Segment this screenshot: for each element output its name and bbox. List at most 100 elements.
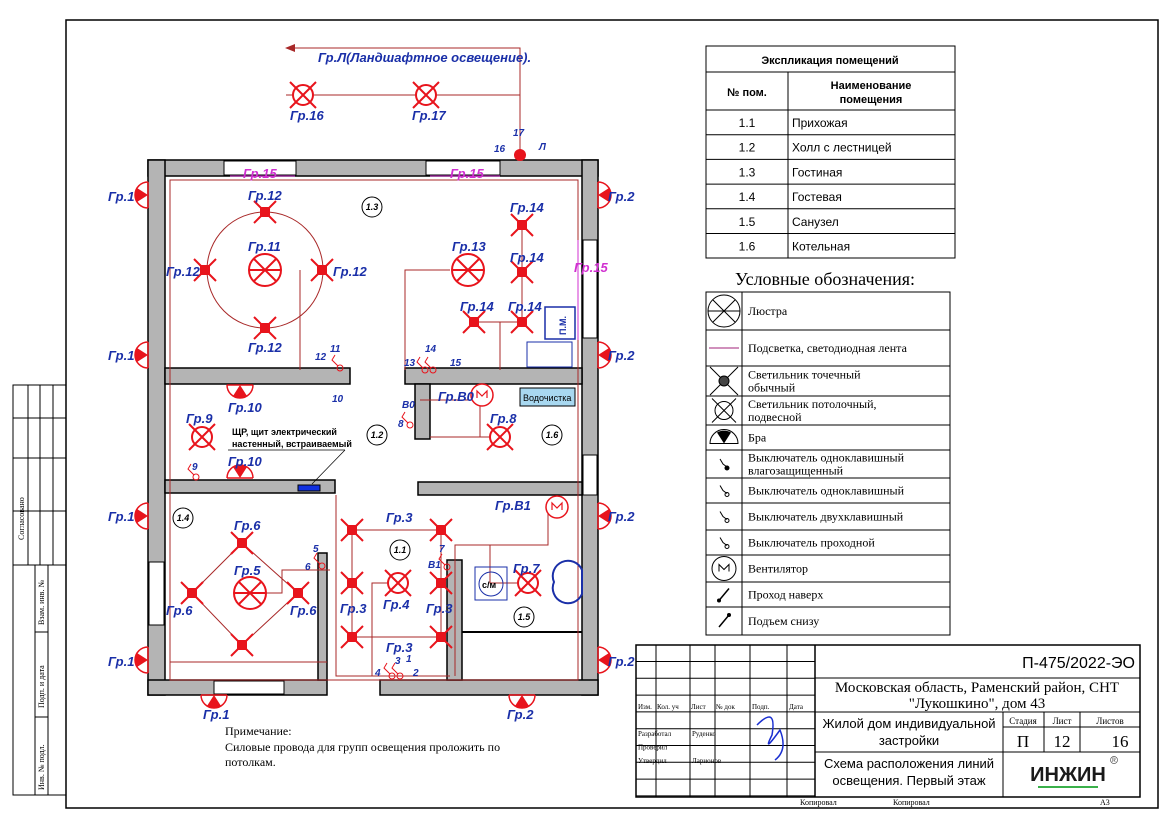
switch-icon	[401, 411, 414, 429]
room-name-cell: Гостиная	[792, 165, 842, 179]
legend-label: Светильник точечный	[748, 368, 861, 382]
plan-label: 1	[406, 654, 412, 665]
plan-label: Гр.12	[333, 264, 367, 279]
chandelier-icon	[233, 576, 267, 610]
legend-label: влагозащищенный	[748, 464, 844, 478]
explication-table: Экспликация помещений № пом. Наименовани…	[705, 45, 956, 259]
note-text-2: потолкам.	[225, 755, 276, 769]
legend-label: Светильник потолочный,	[748, 397, 877, 411]
plan-label: Гр.15	[450, 166, 484, 181]
sconce-icon	[226, 464, 254, 479]
format-label: А3	[1100, 798, 1110, 807]
plan-label: Гр.В1	[495, 498, 531, 513]
plan-label: 14	[425, 344, 437, 355]
pendant-light-icon	[486, 423, 514, 451]
washing-machine-label: с/м	[482, 580, 497, 590]
table-row: 1.2 Холл с лестницей	[739, 141, 892, 155]
plan-label: Гр.2	[608, 348, 635, 363]
windows	[148, 160, 598, 695]
sconce-icon	[508, 694, 536, 709]
spotlight-icon	[340, 518, 364, 542]
legend-label: Проход наверх	[748, 588, 823, 602]
switch-icon	[391, 662, 404, 680]
sconce-icon	[226, 384, 254, 399]
pendant-light-icon	[384, 569, 412, 597]
spotlight-icon	[230, 531, 254, 555]
title-block-text: П-475/2022-ЭО Московская область, Раменс…	[756, 655, 1135, 807]
plan-label: Гр.16	[290, 108, 324, 123]
room-name-cell: Холл с лестницей	[792, 141, 892, 155]
room-number: 1.1	[394, 545, 407, 555]
water-treatment-box: Водочистка	[519, 387, 576, 407]
company-logo: ИНЖИН	[1030, 764, 1106, 786]
plan-label: 6	[305, 562, 311, 573]
revision-header: Лист	[691, 703, 706, 711]
switch-icon	[416, 356, 429, 374]
switch-passthrough-icon	[719, 537, 730, 549]
plan-label: 10	[332, 394, 344, 405]
plan-label: 11	[330, 344, 341, 355]
plan-label: Гр.6	[234, 518, 261, 533]
plan-label: Гр.10	[228, 400, 262, 415]
plan-label: Л	[538, 142, 547, 153]
inv-orig-label: Инв. № подл.	[37, 744, 46, 790]
plan-label: Гр.1	[108, 348, 134, 363]
pendant-light-icon	[289, 81, 317, 109]
plan-label: Гр.3	[386, 510, 413, 525]
plan-label: Гр.3	[386, 640, 413, 655]
switch-double-icon	[719, 511, 730, 523]
spotlight-icon	[340, 571, 364, 595]
pass-up-icon	[717, 588, 730, 603]
wiring-lines	[169, 47, 579, 681]
room-number: 1.4	[177, 513, 190, 523]
pm-label: П.М.	[558, 316, 568, 335]
plan-label: Гр.14	[510, 250, 544, 265]
revision-header: Подп.	[752, 703, 770, 711]
room-number: 1.2	[371, 430, 384, 440]
sconce-icon	[597, 502, 612, 530]
plan-label: Гр.15	[574, 260, 608, 275]
plan-label: Гр.12	[248, 188, 282, 203]
plan-label: Гр.7	[513, 561, 540, 576]
spotlight-icon	[510, 213, 534, 237]
sheets-label: Листов	[1096, 716, 1123, 726]
address-2: "Лукошкино", дом 43	[909, 696, 1046, 712]
spotlight-icon	[253, 200, 277, 224]
pendant-light-icon	[711, 398, 737, 423]
room-name-cell: Котельная	[792, 240, 850, 254]
plan-label: 5	[313, 544, 319, 555]
plan-label: Гр.1	[108, 654, 134, 669]
plan-label: Гр.5	[234, 563, 261, 578]
switch-waterproof-icon	[719, 458, 730, 471]
plan-label: 8	[398, 419, 404, 430]
spotlight-icon	[510, 310, 534, 334]
room-number: 1.3	[366, 202, 379, 212]
electrical-panel	[297, 484, 321, 492]
switch-icon	[438, 553, 451, 571]
sconce-icon	[134, 341, 149, 369]
plan-label: 13	[404, 358, 416, 369]
legend-label: Люстра	[748, 304, 788, 318]
plan-label: 9	[192, 462, 198, 473]
spotlight-icon	[310, 258, 334, 282]
room-marker: 1.2	[366, 424, 388, 446]
note-text: Силовые провода для групп освещения прол…	[225, 740, 500, 754]
plan-label: 7	[439, 544, 445, 555]
panel-label: ЩР, щит электрический	[232, 427, 337, 437]
side-strip: Согласовано Взам. инв. № Подп. и дата Ин…	[12, 384, 67, 796]
legend-label: Подъем снизу	[748, 614, 819, 628]
room-num-cell: 1.2	[739, 141, 756, 155]
plan-label: Гр.2	[608, 189, 635, 204]
pendant-light-icon	[188, 423, 216, 451]
spotlight-icon	[253, 316, 277, 340]
plan-label: 15	[450, 358, 462, 369]
room-marker: 1.5	[513, 606, 535, 628]
spotlight-icon	[709, 366, 739, 396]
agreed-label: Согласовано	[17, 497, 26, 540]
plan-label: Гр.В0	[438, 389, 475, 404]
